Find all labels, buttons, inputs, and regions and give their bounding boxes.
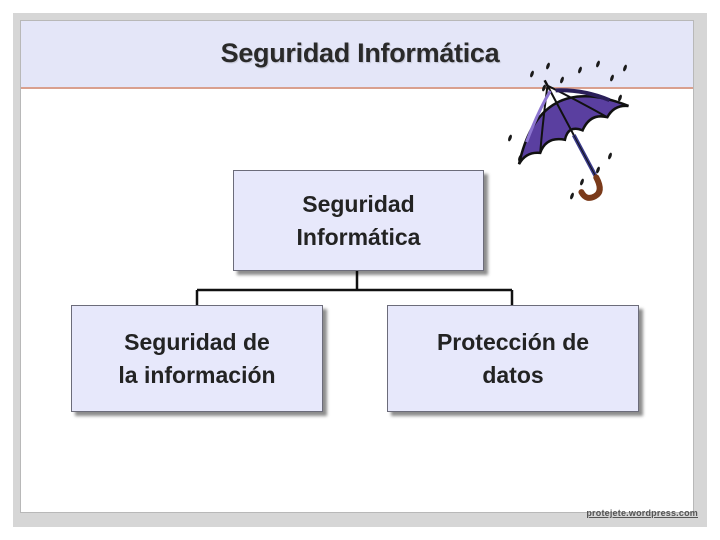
slide-title: Seguridad Informática (220, 38, 500, 68)
child-node-data-protection: Protección de datos (387, 305, 639, 412)
umbrella-rain-icon (508, 60, 629, 201)
child-node-label: Seguridad de la información (118, 328, 276, 388)
root-node: Seguridad Informática (233, 170, 484, 271)
child-node-label: Protección de datos (436, 328, 590, 388)
source-credit: protejete.wordpress.com (586, 508, 698, 518)
root-node-label: Seguridad Informática (296, 190, 421, 250)
child-node-security-info: Seguridad de la información (71, 305, 323, 412)
title-band (21, 21, 693, 89)
